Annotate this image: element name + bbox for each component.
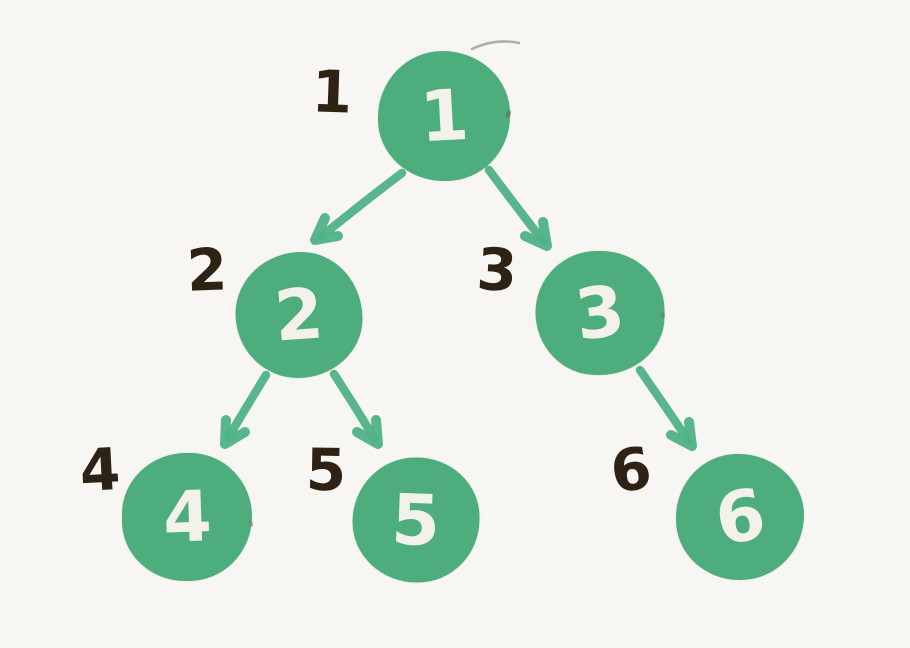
edge-2-4	[220, 370, 271, 449]
edge-2-4-arrowhead	[220, 415, 250, 449]
node-order-label-1: 1	[310, 57, 354, 127]
edge-2-4-shaft	[223, 370, 271, 443]
tree-node-6: 6	[676, 454, 804, 580]
edge-3-6-shaft	[635, 365, 693, 445]
node-order-label-6: 6	[606, 433, 656, 507]
node-value: 1	[417, 73, 471, 159]
pencil-mark	[470, 40, 521, 51]
edge-2-5-shaft	[329, 369, 379, 443]
node-value: 5	[390, 478, 442, 562]
node-order-label-3: 3	[475, 234, 519, 306]
tree-node-1: 1	[378, 51, 510, 181]
edge-1-3-shaft	[484, 165, 548, 246]
tree-node-2: 2	[235, 252, 363, 378]
edge-1-2-shaft	[317, 168, 407, 241]
node-value: 3	[570, 269, 630, 357]
edge-1-2-arrowhead	[310, 213, 343, 245]
edge-1-2	[310, 168, 407, 245]
node-value: 2	[271, 272, 327, 358]
node-order-label-4: 4	[78, 434, 122, 506]
tree-node-5: 5	[352, 457, 480, 583]
node-value: 6	[708, 472, 772, 562]
edge-2-5	[329, 369, 383, 449]
tree-node-3: 3	[535, 251, 665, 375]
edge-3-6	[635, 365, 697, 451]
tree-node-4: 4	[122, 453, 252, 581]
edge-3-6-arrowhead	[666, 417, 697, 451]
node-value: 4	[161, 475, 213, 559]
node-order-label-2: 2	[185, 235, 229, 305]
node-order-label-5: 5	[305, 435, 347, 505]
edge-1-3	[484, 165, 552, 251]
edge-1-3-arrowhead	[520, 217, 552, 251]
edge-2-5-arrowhead	[352, 415, 383, 449]
paper-speck	[661, 312, 665, 318]
